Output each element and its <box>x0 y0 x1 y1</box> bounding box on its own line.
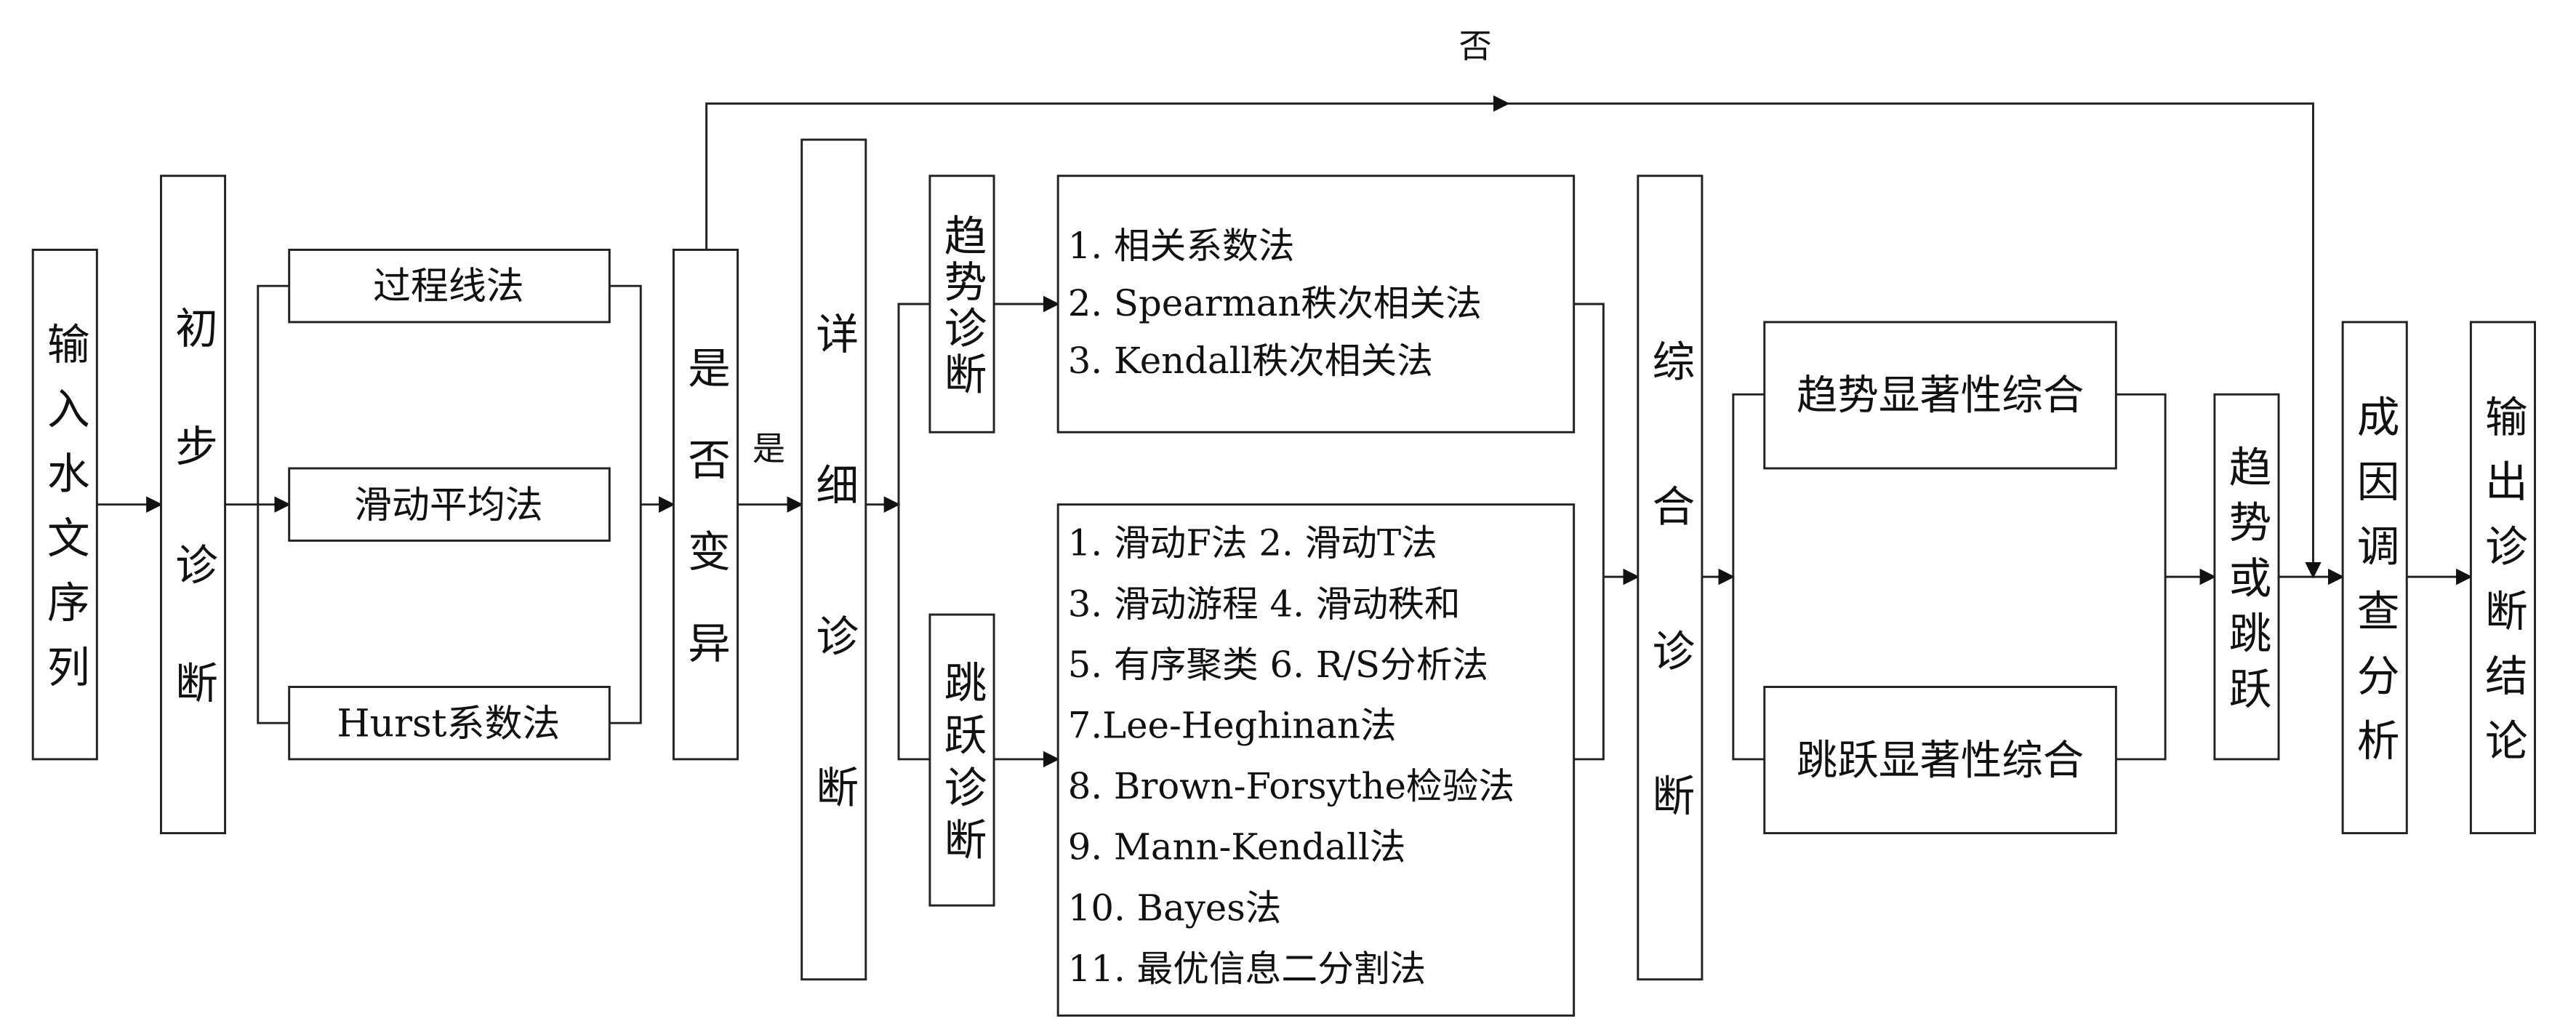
no-loop-arrow <box>705 95 1510 250</box>
variation-box: 是否变异 <box>672 248 739 761</box>
jump-method-item: 10. Bayes法 <box>1068 887 1282 929</box>
jump-synthesis-box: 跳跃显著性综合 <box>1763 686 2117 835</box>
cause-box: 成因调查分析 <box>2341 321 2408 835</box>
preliminary-method-box: Hurst系数法 <box>288 686 611 761</box>
jump-method-item: 8. Brown-Forsythe检验法 <box>1068 765 1514 807</box>
variation-label: 是否变异 <box>681 345 731 712</box>
preliminary-method-label: Hurst系数法 <box>337 702 560 745</box>
comprehensive-label: 综合诊断 <box>1645 340 1695 919</box>
output-box: 输出诊断结论 <box>2469 321 2536 835</box>
jump-diag-label: 跳跃诊断 <box>936 660 987 870</box>
preliminary-method-box: 过程线法 <box>288 248 611 324</box>
preliminary-method-box: 滑动平均法 <box>288 467 611 542</box>
jump-method-item: 7.Lee-Heghinan法 <box>1068 705 1397 747</box>
preliminary-box: 初步诊断 <box>159 175 227 835</box>
trend-method-item: 3. Kendall秩次相关法 <box>1068 340 1433 382</box>
trend-diag-label: 趋势诊断 <box>936 213 987 398</box>
preliminary-method-label: 滑动平均法 <box>354 484 543 527</box>
synthesis-label: 趋势显著性综合 <box>1797 372 2084 420</box>
preliminary-label: 初步诊断 <box>168 305 218 779</box>
output-label: 输出诊断结论 <box>2478 394 2528 783</box>
trend-methods-box: 1. 相关系数法 2. Spearman秩次相关法 3. Kendall秩次相关法 <box>1056 175 1576 433</box>
preliminary-method-label: 过程线法 <box>373 265 524 308</box>
detailed-label: 详细诊断 <box>808 311 859 916</box>
trend-or-jump-label: 趋势或跳跃 <box>2221 444 2271 721</box>
connector <box>1573 303 1605 761</box>
trend-or-jump-box: 趋势或跳跃 <box>2213 393 2280 761</box>
jump-methods-box: 1. 滑动F法 2. 滑动T法 3. 滑动游程 4. 滑动秩和 5. 有序聚类 6.… <box>1056 503 1576 1017</box>
no-loop-arrow <box>1508 102 2322 579</box>
yes-label: 是 <box>753 430 785 468</box>
jump-method-item: 11. 最优信息二分割法 <box>1068 948 1426 990</box>
connector <box>2116 393 2167 761</box>
jump-method-item: 1. 滑动F法 2. 滑动T法 <box>1068 522 1437 564</box>
trend-method-item: 1. 相关系数法 <box>1068 225 1295 267</box>
connectors <box>97 95 2473 768</box>
trend-method-item: 2. Spearman秩次相关法 <box>1068 282 1482 324</box>
connector <box>897 303 930 761</box>
trend-synthesis-box: 趋势显著性综合 <box>1763 321 2117 470</box>
jump-method-item: 9. Mann-Kendall法 <box>1068 826 1406 868</box>
cause-label: 成因调查分析 <box>2350 394 2400 783</box>
input-box: 输入水文序列 <box>31 248 98 761</box>
jump-method-item: 3. 滑动游程 4. 滑动秩和 <box>1068 583 1461 625</box>
trend-diag-box: 趋势诊断 <box>928 175 995 433</box>
no-label: 否 <box>1458 27 1491 65</box>
connector <box>1732 393 1765 761</box>
synthesis-label: 跳跃显著性综合 <box>1797 737 2084 784</box>
detailed-box: 详细诊断 <box>801 138 867 981</box>
comprehensive-box: 综合诊断 <box>1637 175 1704 981</box>
connector <box>257 284 289 724</box>
connector <box>609 284 642 724</box>
input-label: 输入水文序列 <box>40 321 90 708</box>
jump-method-item: 5. 有序聚类 6. R/S分析法 <box>1068 644 1488 686</box>
jump-diag-box: 跳跃诊断 <box>928 613 995 907</box>
